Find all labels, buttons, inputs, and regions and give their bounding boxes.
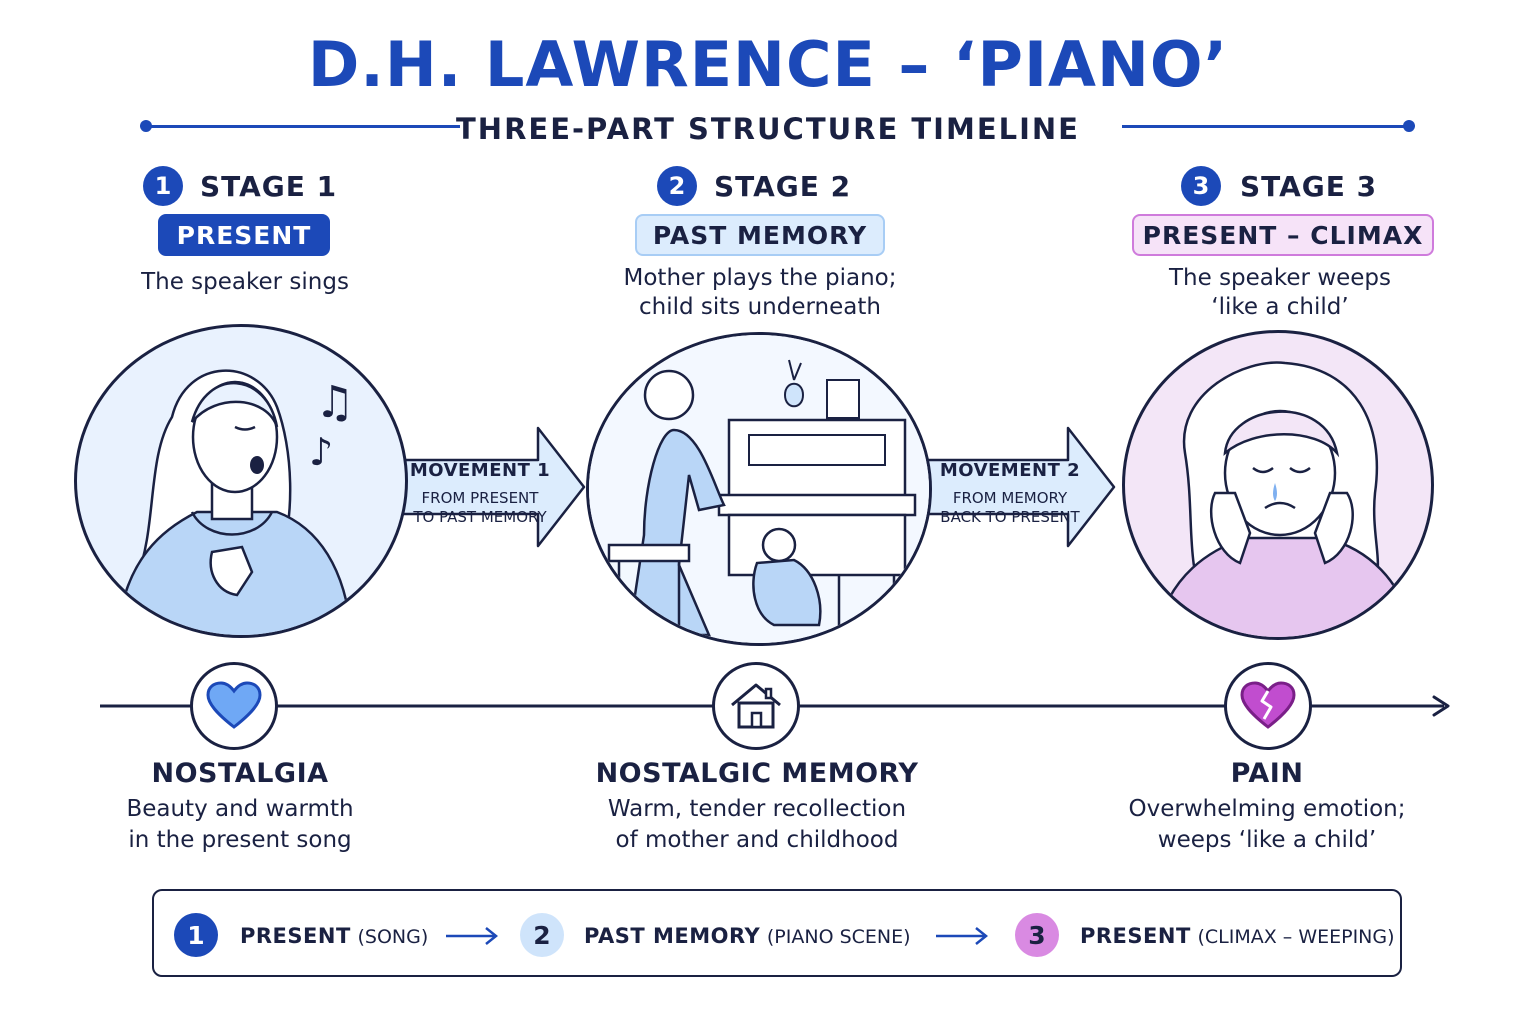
summary-3-bold: PRESENT [1080,924,1191,948]
stage-2-number: 2 [657,166,697,206]
movement-2-arrow [918,426,1116,548]
stage-3-pill: PRESENT – CLIMAX [1132,214,1434,256]
svg-text:♪: ♪ [309,430,333,474]
woman-singing-icon: ♫ ♪ [74,324,408,638]
summary-arrow-2 [936,927,989,945]
movement-2-line2: BACK TO PRESENT [940,508,1080,526]
summary-2-number: 2 [520,913,564,957]
movement-1-line2: TO PAST MEMORY [413,508,547,526]
stage-1-label: STAGE 1 [200,170,338,203]
stage-2-pill: PAST MEMORY [635,214,885,256]
summary-1-note: (SONG) [357,926,429,948]
stage-3-description-line2: ‘like a child’ [1211,294,1349,320]
subtitle-right-dot [1403,120,1415,132]
summary-arrow-1 [446,927,499,945]
movement-1-label: MOVEMENT 1 FROM PRESENT TO PAST MEMORY [390,460,570,527]
emotion-1-title: NOSTALGIA [151,758,329,789]
house-icon [712,662,800,750]
movement-2-title: MOVEMENT 2 [939,460,1081,481]
summary-2-bold: PAST MEMORY [584,924,761,948]
emotion-1-line1: Beauty and warmth [126,796,354,822]
summary-2-text: PAST MEMORY (PIANO SCENE) [584,924,911,948]
mother-at-piano-icon [586,332,932,646]
stage-2-description-line2: child sits underneath [639,294,881,320]
emotion-3-line1: Overwhelming emotion; [1128,796,1406,822]
movement-1-title: MOVEMENT 1 [409,460,551,481]
emotion-2-title: NOSTALGIC MEMORY [595,758,919,789]
emotion-2-line1: Warm, tender recollection [607,796,907,822]
movement-2-label: MOVEMENT 2 FROM MEMORY BACK TO PRESENT [920,460,1100,527]
summary-bar [152,889,1402,977]
stage-1-description: The speaker sings [141,269,349,295]
movement-1-arrow [388,426,586,548]
stage-2-label: STAGE 2 [714,170,852,203]
summary-1-text: PRESENT (SONG) [240,924,428,948]
woman-weeping-icon [1122,330,1434,640]
emotion-3-line2: weeps ‘like a child’ [1157,827,1377,853]
stage-2-description-line1: Mother plays the piano; [623,265,897,291]
movement-1-line1: FROM PRESENT [421,489,539,507]
emotion-3-title: PAIN [1230,758,1304,789]
summary-3-number: 3 [1015,913,1059,957]
page-title: D.H. LAWRENCE – ‘PIANO’ [307,28,1229,101]
svg-text:♫: ♫ [315,377,354,428]
summary-1-number: 1 [174,913,218,957]
summary-3-text: PRESENT (CLIMAX – WEEPING) [1080,924,1395,948]
stage-3-label: STAGE 3 [1240,170,1378,203]
movement-2-line1: FROM MEMORY [952,489,1068,507]
stage-3-description-line1: The speaker weeps [1168,265,1392,291]
stage-1-pill: PRESENT [158,214,330,256]
summary-3-note: (CLIMAX – WEEPING) [1197,926,1395,948]
stage-1-number: 1 [143,166,183,206]
page-subtitle: THREE-PART STRUCTURE TIMELINE [456,112,1080,146]
heart-icon [190,662,278,750]
broken-heart-icon [1224,662,1312,750]
subtitle-right-rule [1122,125,1408,128]
emotion-1-line2: in the present song [128,827,352,853]
emotion-2-line2: of mother and childhood [615,827,899,853]
summary-2-note: (PIANO SCENE) [766,926,911,948]
summary-1-bold: PRESENT [240,924,351,948]
subtitle-left-rule [146,125,460,128]
stage-3-number: 3 [1181,166,1221,206]
